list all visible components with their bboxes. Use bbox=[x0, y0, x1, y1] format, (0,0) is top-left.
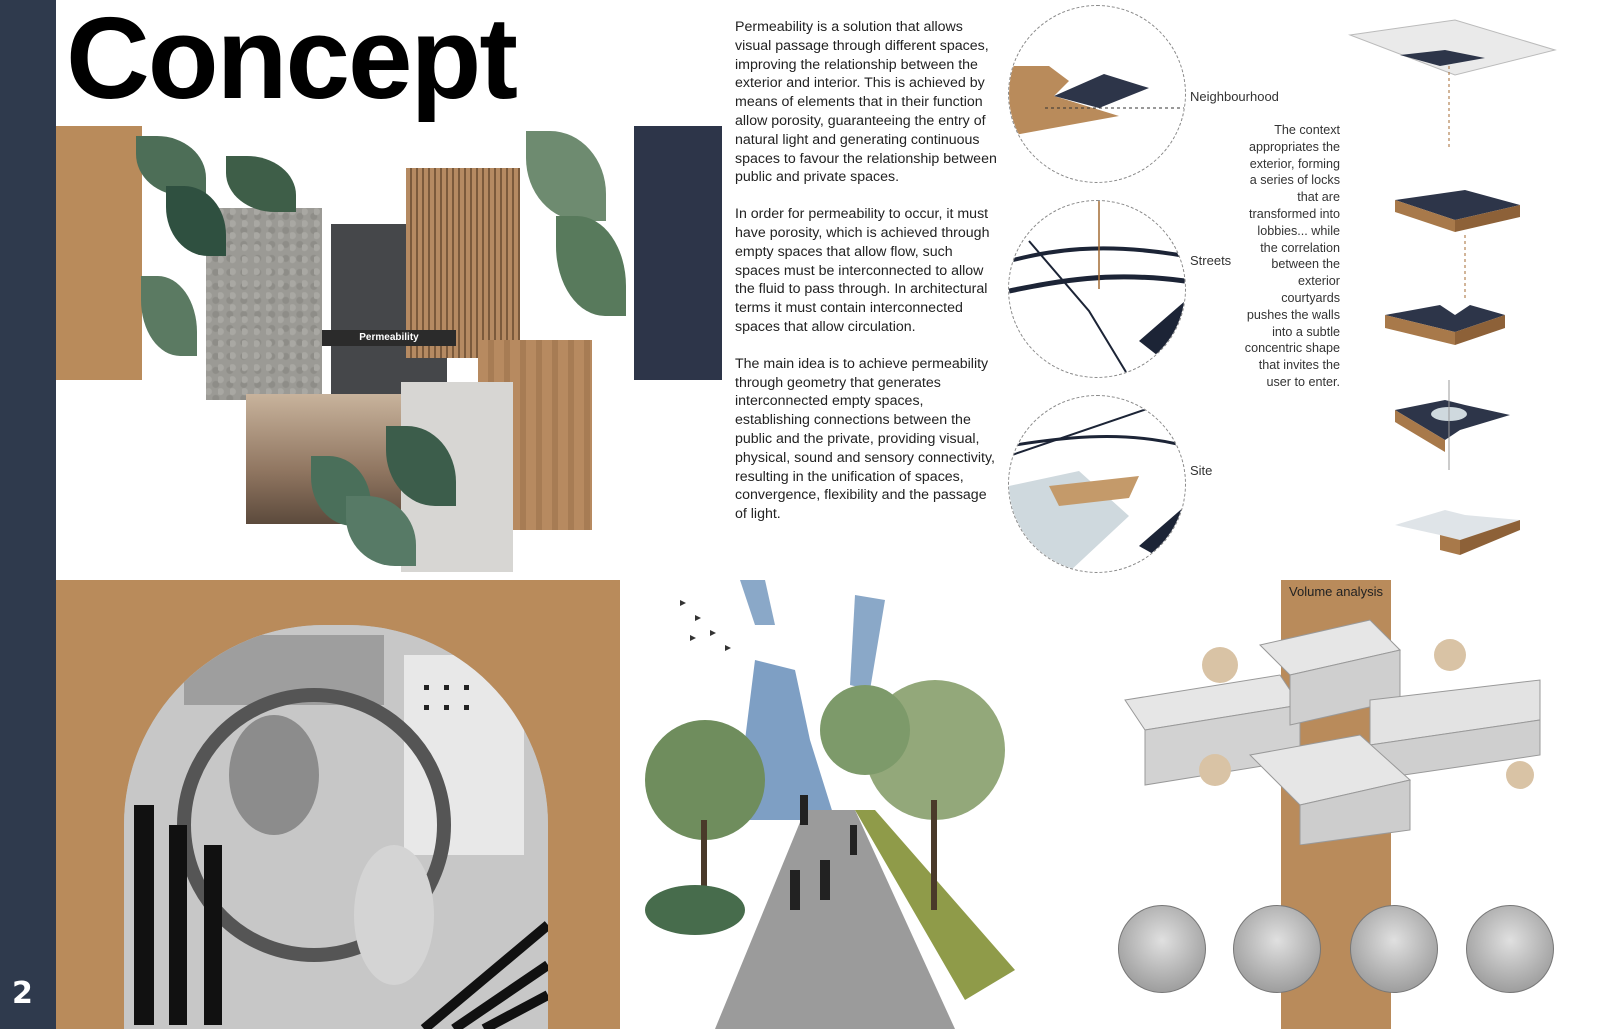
perspective-illustration bbox=[645, 580, 1015, 1029]
collage-art bbox=[124, 625, 548, 1029]
streets-circle bbox=[1008, 200, 1186, 378]
plant-leaf bbox=[166, 186, 226, 256]
page-number: 2 bbox=[12, 976, 33, 1011]
interior-view-2 bbox=[1233, 905, 1321, 993]
volume-analysis-label: Volume analysis bbox=[1289, 584, 1383, 599]
permeability-label: Permeability bbox=[322, 330, 456, 346]
neighbourhood-circle bbox=[1008, 5, 1186, 183]
neighbourhood-label: Neighbourhood bbox=[1190, 89, 1279, 104]
context-text: The context appropriates the exterior, f… bbox=[1244, 123, 1340, 389]
classical-collage bbox=[124, 625, 548, 1029]
sidebar bbox=[0, 0, 56, 1029]
site-label: Site bbox=[1190, 463, 1213, 478]
site-diagram bbox=[1009, 396, 1185, 572]
plant-leaf bbox=[141, 276, 197, 356]
axonometric-model bbox=[1124, 619, 1541, 845]
neighbourhood-diagram bbox=[1009, 66, 1185, 136]
site-circle bbox=[1008, 395, 1186, 573]
streets-diagram bbox=[1009, 201, 1185, 377]
wood-slats-texture bbox=[406, 168, 520, 358]
interior-view-4 bbox=[1466, 905, 1554, 993]
interior-view-3 bbox=[1350, 905, 1438, 993]
ochre-swatch bbox=[56, 126, 142, 380]
interior-view-1 bbox=[1118, 905, 1206, 993]
paragraph-1: Permeability is a solution that allows v… bbox=[735, 19, 997, 186]
volume-evolution-diagram bbox=[1348, 19, 1557, 555]
paragraph-3: The main idea is to achieve permeability… bbox=[735, 355, 995, 523]
navy-swatch bbox=[634, 126, 722, 380]
paragraph-2: In order for permeability to occur, it m… bbox=[735, 206, 990, 335]
banana-leaf bbox=[556, 216, 626, 316]
page-title: Concept bbox=[66, 0, 518, 123]
moodboard: Permeability bbox=[56, 126, 722, 582]
concept-text: Permeability is a solution that allows v… bbox=[735, 18, 997, 542]
streets-label: Streets bbox=[1190, 253, 1232, 268]
banana-leaf bbox=[526, 131, 606, 221]
plant-leaf bbox=[226, 156, 296, 212]
